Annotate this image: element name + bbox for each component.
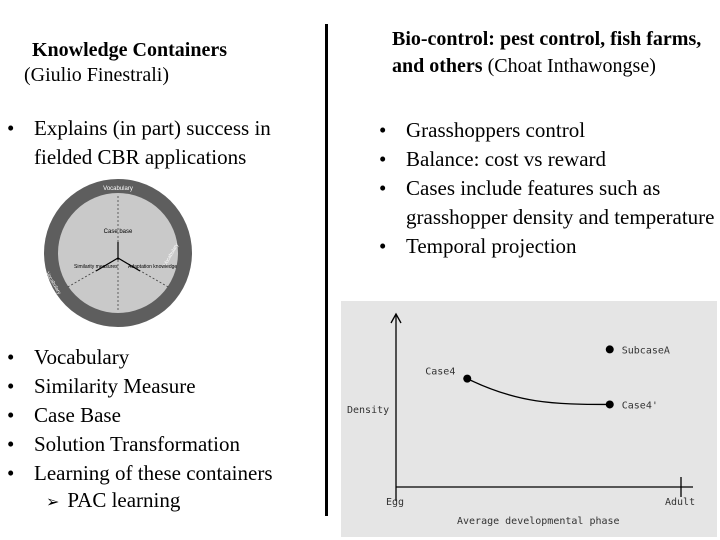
right-bullet-list: • Grasshoppers control • Balance: cost vs … (379, 116, 716, 261)
arrow-bullet-icon: ➢ (46, 492, 60, 511)
left-container-list: • Vocabulary • Similarity Measure • Case Ba… (7, 343, 324, 488)
bullet-icon: • (7, 345, 15, 369)
list-item-text: Grasshoppers control (406, 118, 586, 142)
list-item-text: Balance: cost vs reward (406, 147, 607, 171)
diagram-right-label: Adaptation knowledge (128, 264, 177, 270)
list-item: • Learning of these containers (7, 459, 324, 488)
sub-bullet: ➢ PAC learning (46, 486, 180, 516)
y-axis-label: Density (347, 405, 389, 416)
left-title: Knowledge Containers (Giulio Finestrali) (24, 38, 292, 88)
list-item-text: Vocabulary (34, 345, 130, 369)
bullet-icon: • (7, 432, 15, 456)
bullet-icon: • (379, 147, 387, 171)
data-point (605, 345, 614, 354)
bullet-icon: • (379, 234, 387, 258)
right-title-main: Bio-control: pest control, fish farms, a… (392, 28, 702, 77)
data-point (463, 374, 472, 383)
sub-bullet-text: PAC learning (67, 488, 181, 512)
data-label: Case4 (425, 367, 455, 378)
diagram-center-label: Case base (104, 229, 133, 235)
list-item-text: Similarity Measure (34, 374, 196, 398)
left-intro-list: • Explains (in part) success in fielded C… (7, 114, 324, 172)
list-item: • Temporal projection (379, 232, 716, 261)
x-axis-label: Average developmental phase (457, 516, 620, 527)
data-label: Case4' (622, 400, 658, 411)
list-item: • Solution Transformation (7, 430, 324, 459)
left-title-main: Knowledge Containers (32, 39, 227, 61)
chart-background (341, 301, 717, 537)
density-chart: Density Egg Adult Average developmental … (341, 301, 717, 537)
diagram-left-label: Similarity measures (74, 264, 118, 270)
list-item-text: Temporal projection (406, 234, 577, 258)
list-item: • Case Base (7, 401, 324, 430)
x-tick-label: Egg (386, 497, 404, 508)
list-item: • Cases include features such as grasshop… (379, 174, 716, 232)
list-item: • Vocabulary (7, 343, 324, 372)
list-item-text: Cases include features such as grasshopp… (406, 176, 715, 229)
y-axis-arrow-icon (390, 312, 402, 324)
column-divider (325, 24, 328, 516)
data-point (605, 400, 614, 409)
left-title-author: (Giulio Finestrali) (24, 64, 169, 86)
bullet-icon: • (7, 403, 15, 427)
list-item: • Explains (in part) success in fielded C… (7, 114, 324, 172)
list-item: • Similarity Measure (7, 372, 324, 401)
bullet-icon: • (379, 118, 387, 142)
list-item-text: Explains (in part) success in fielded CB… (34, 116, 271, 169)
x-tick-label: Adult (665, 497, 695, 508)
bullet-icon: • (379, 176, 387, 200)
data-label: SubcaseA (622, 345, 670, 356)
right-title: Bio-control: pest control, fish farms, a… (392, 26, 712, 80)
knowledge-containers-diagram: Vocabulary Case base Similarity measures… (44, 179, 192, 327)
list-item-text: Case Base (34, 403, 121, 427)
list-item: • Grasshoppers control (379, 116, 716, 145)
list-item-text: Learning of these containers (34, 461, 273, 485)
bullet-icon: • (7, 461, 15, 485)
list-item: • Balance: cost vs reward (379, 145, 716, 174)
diagram-outer-label: Vocabulary (103, 186, 133, 192)
bullet-icon: • (7, 374, 15, 398)
trajectory-curve (466, 378, 610, 406)
bullet-icon: • (7, 116, 15, 140)
list-item-text: Solution Transformation (34, 432, 240, 456)
right-title-author: (Choat Inthawongse) (482, 55, 656, 77)
